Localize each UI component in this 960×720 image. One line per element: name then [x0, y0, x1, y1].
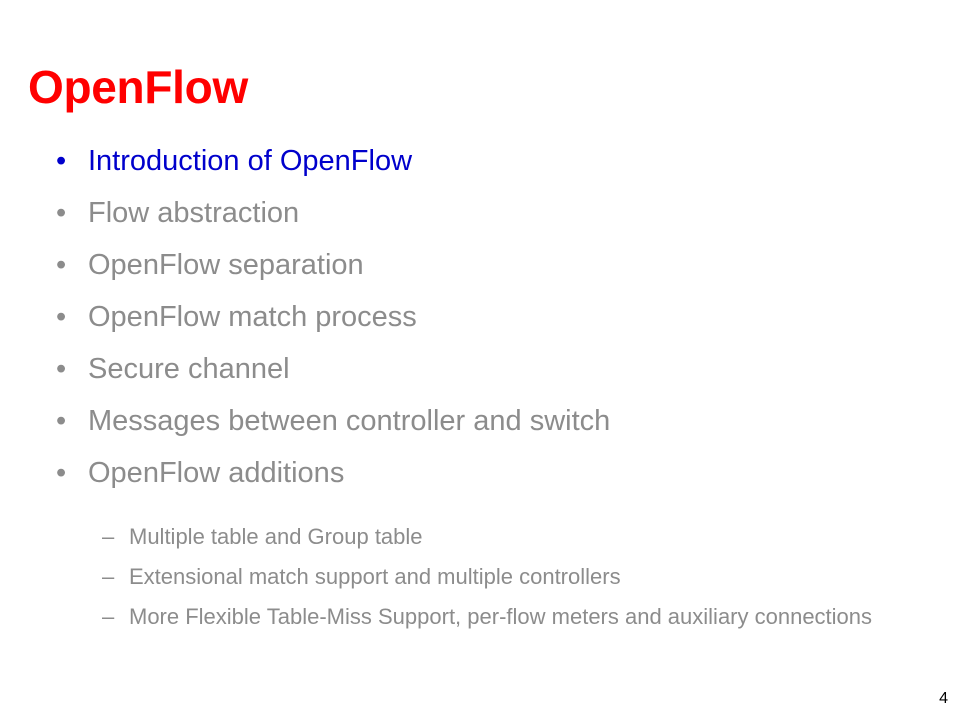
sub-bullet-text: More Flexible Table-Miss Support, per-fl…: [129, 604, 873, 629]
bullet-item-flow-abstraction: • Flow abstraction: [56, 196, 936, 248]
bullet-marker: •: [56, 145, 67, 177]
bullet-marker: •: [56, 457, 67, 489]
bullet-item-messages: • Messages between controller and switch: [56, 404, 936, 456]
bullet-item-separation: • OpenFlow separation: [56, 248, 936, 300]
sub-bullet-marker: –: [102, 524, 115, 549]
sub-bullet-marker: –: [102, 604, 115, 629]
bullet-marker: •: [56, 405, 67, 437]
bullet-marker: •: [56, 353, 67, 385]
bullet-marker: •: [56, 197, 67, 229]
slide-title: OpenFlow: [28, 61, 248, 113]
bullet-text: Flow abstraction: [88, 197, 300, 229]
bullet-marker: •: [56, 301, 67, 333]
sub-bullet-multiple-table: – Multiple table and Group table: [102, 522, 922, 552]
bullet-text: Introduction of OpenFlow: [88, 145, 413, 177]
bullet-text: Messages between controller and switch: [88, 405, 611, 437]
bullet-text: OpenFlow additions: [88, 457, 345, 489]
bullet-marker: •: [56, 249, 67, 281]
bullet-text: OpenFlow separation: [88, 249, 364, 281]
sub-bullet-text: Extensional match support and multiple c…: [129, 564, 621, 589]
sub-bullet-list: – Multiple table and Group table – Exten…: [102, 522, 922, 632]
sub-bullet-text: Multiple table and Group table: [129, 524, 423, 549]
bullet-item-additions: • OpenFlow additions: [56, 456, 936, 508]
sub-bullet-extensional-match: – Extensional match support and multiple…: [102, 562, 922, 592]
bullet-item-introduction: • Introduction of OpenFlow: [56, 144, 936, 196]
sub-bullet-table-miss: – More Flexible Table-Miss Support, per-…: [102, 602, 922, 632]
page-number: 4: [939, 690, 948, 707]
bullet-item-match-process: • OpenFlow match process: [56, 300, 936, 352]
bullet-item-secure-channel: • Secure channel: [56, 352, 936, 404]
sub-bullet-marker: –: [102, 564, 115, 589]
bullet-list: • Introduction of OpenFlow • Flow abstra…: [56, 144, 936, 508]
bullet-text: OpenFlow match process: [88, 301, 417, 333]
bullet-text: Secure channel: [88, 353, 290, 385]
